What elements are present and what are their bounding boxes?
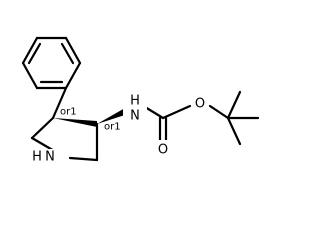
phenyl-to-c4-bond — [51, 86, 68, 120]
c2-n1-bond — [68, 156, 99, 162]
carbamate-hydrogen-label: H — [130, 94, 140, 109]
cq-methyl-up-bond — [226, 90, 242, 120]
c5-c4-bond — [30, 116, 55, 140]
pyrrolidine-hydrogen-label: H — [32, 150, 42, 165]
c3-stereo-label: or1 — [104, 122, 121, 133]
carbamate-nitrogen-label: N — [130, 109, 140, 124]
c4-c3-wedge-bond — [53, 118, 97, 127]
phenyl-bond — [64, 61, 82, 90]
pyrrolidine-nh-label: H N — [29, 149, 61, 165]
c3-nh-wedge-bond — [97, 108, 128, 124]
carbamate-nh-label: H N — [123, 94, 147, 124]
carbonyl-oester-bond — [161, 104, 192, 120]
carbonyl-oxygen-group: O — [155, 140, 171, 158]
oester-cq-bond — [208, 104, 230, 120]
phenyl-double-bond — [27, 42, 42, 65]
phenyl-bond — [64, 36, 82, 65]
cq-methyl-down-bond — [226, 116, 242, 146]
phenyl-group — [21, 36, 82, 90]
phenyl-bond — [21, 61, 39, 90]
ester-oxygen-label: O — [195, 97, 205, 112]
c4-stereo-label: or1 — [60, 107, 77, 118]
carbonyl-oxygen-label: O — [158, 143, 168, 158]
chemical-structure: H N H N O O or1 or1 — [18, 0, 260, 165]
phenyl-double-bond — [60, 42, 75, 65]
ester-oxygen-group: O — [192, 96, 208, 112]
nh-carbonyl-bond — [143, 105, 165, 120]
phenyl-bond — [21, 36, 39, 65]
pyrrolidine-nitrogen-label: N — [45, 150, 55, 165]
